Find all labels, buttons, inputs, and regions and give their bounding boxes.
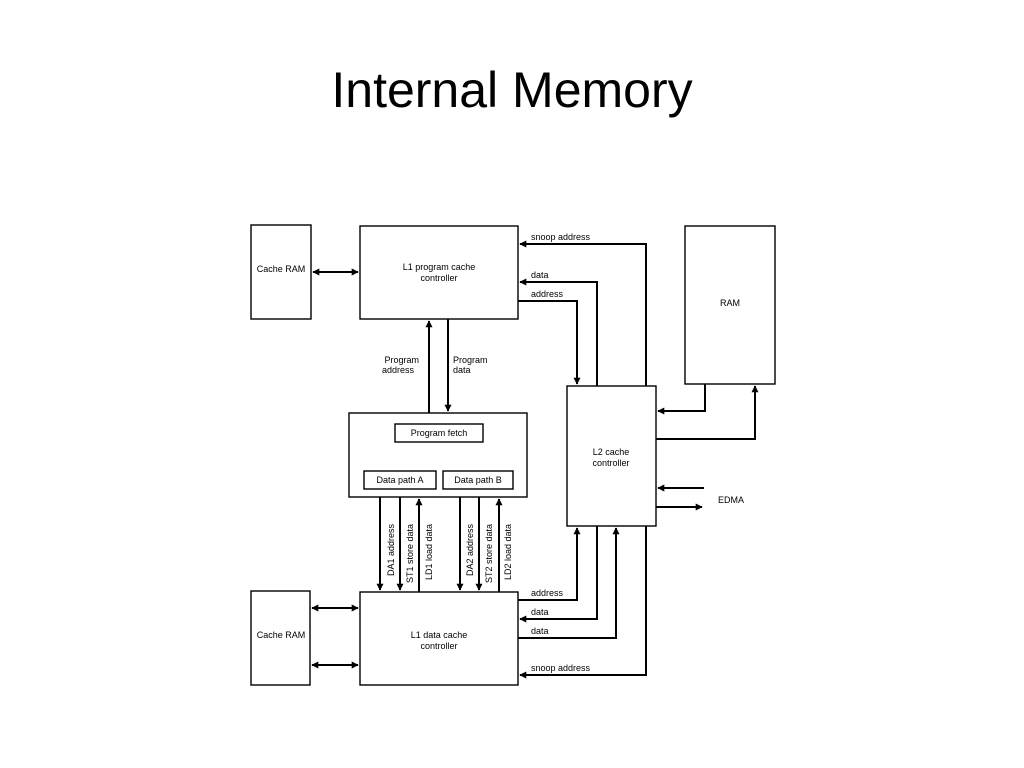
bottom-snoop-address-label: snoop address <box>531 663 591 673</box>
program-data-label-2: data <box>453 365 471 375</box>
data-path-b-box <box>442 470 514 490</box>
cache-ram-bottom-label: Cache RAM <box>257 630 306 640</box>
cache-ram-top-label: Cache RAM <box>257 264 306 274</box>
da2-address-label: DA2 address <box>465 524 475 577</box>
program-fetch-label: Program fetch <box>411 428 468 438</box>
program-data-label-1: Program <box>453 355 488 365</box>
top-address-label: address <box>531 289 564 299</box>
bottom-data-1-arrow <box>519 526 598 623</box>
bottom-address-arrow <box>518 527 581 601</box>
l2-cache-box <box>566 385 657 527</box>
bottom-data-2-arrow <box>518 527 620 639</box>
l1p-label-1: L1 program cache <box>403 262 476 272</box>
top-snoop-address-arrow <box>519 240 647 386</box>
l1p-label-2: controller <box>420 273 457 283</box>
top-data-arrow <box>519 278 598 386</box>
top-address-arrow <box>518 300 581 385</box>
program-fetch-box <box>394 423 484 443</box>
st1-store-data-label: ST1 store data <box>405 524 415 583</box>
ld2-load-data-label: LD2 load data <box>503 524 513 580</box>
program-address-label-2: address <box>382 365 415 375</box>
top-snoop-address-label: snoop address <box>531 232 591 242</box>
st2-store-data-label: ST2 store data <box>484 524 494 583</box>
bottom-data-1-label: data <box>531 607 549 617</box>
ram-to-l2-arrow <box>657 384 706 415</box>
data-path-a-label: Data path A <box>376 475 423 485</box>
bottom-data-2-label: data <box>531 626 549 636</box>
da1-address-label: DA1 address <box>386 524 396 577</box>
data-path-a-box <box>363 470 437 490</box>
ram-label: RAM <box>720 298 740 308</box>
l1-program-cache-box <box>359 225 519 320</box>
cache-ram-top-box <box>250 224 312 320</box>
l2-label-2: controller <box>592 458 629 468</box>
data-path-b-label: Data path B <box>454 475 502 485</box>
l1-data-cache-box <box>359 591 519 686</box>
l1d-label-1: L1 data cache <box>411 630 468 640</box>
program-address-label-1: Program <box>384 355 419 365</box>
top-data-label: data <box>531 270 549 280</box>
ram-box <box>684 225 776 385</box>
edma-label: EDMA <box>718 495 744 505</box>
ld1-load-data-label: LD1 load data <box>424 524 434 580</box>
slide-title: Internal Memory <box>331 62 693 118</box>
l2-to-ram-arrow <box>656 385 759 440</box>
bottom-snoop-address-arrow <box>519 526 647 679</box>
l2-label-1: L2 cache <box>593 447 630 457</box>
cache-ram-bottom-box <box>250 590 311 686</box>
bottom-address-label: address <box>531 588 564 598</box>
l1d-label-2: controller <box>420 641 457 651</box>
